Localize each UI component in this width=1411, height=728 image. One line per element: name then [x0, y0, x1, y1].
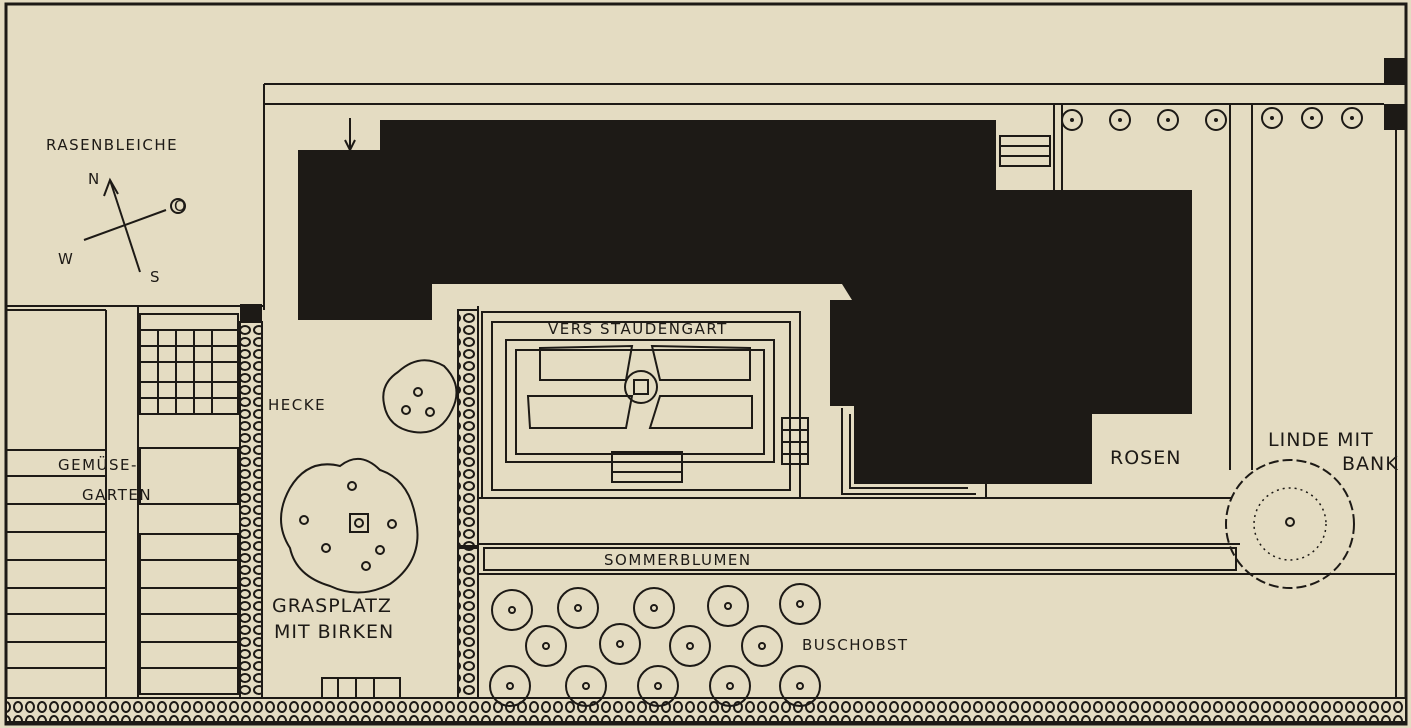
entrance-arrow-icon [344, 118, 356, 153]
linde-tree [1225, 459, 1355, 589]
label-grasplatz-line2: MIT BIRKEN [274, 621, 394, 643]
house-steps [999, 135, 1051, 167]
label-staudengarten: VERS STAUDENGART [548, 320, 728, 338]
compass-ew-line [83, 209, 167, 241]
house [298, 120, 1192, 484]
corner-post-1 [1384, 58, 1406, 84]
terrace-edges [841, 408, 987, 498]
garden-bench [321, 677, 401, 699]
hedge-post [240, 304, 262, 322]
hecke-hedge [239, 321, 263, 699]
compass-south-label: S [150, 268, 160, 286]
compass-east-marker [170, 198, 186, 214]
birch-trees [280, 359, 458, 594]
compass-east-label: O [174, 197, 186, 215]
staudengarten-hedge [457, 309, 479, 547]
lower-hedge [457, 547, 479, 699]
staudengarten [481, 311, 809, 499]
label-gemuese-line2: GARTEN [82, 486, 152, 504]
buschobst-bushes [489, 583, 821, 707]
compass-rose: N W S [58, 170, 186, 286]
compass-west-label: W [58, 250, 73, 268]
label-rasenbleiche: RASENBLEICHE [46, 136, 178, 154]
north-arrow-icon [103, 177, 119, 197]
label-buschobst: BUSCHOBST [802, 636, 909, 654]
compass-north-label: N [88, 170, 99, 188]
label-grasplatz-line1: GRASPLATZ [272, 595, 392, 617]
label-sommerblumen: SOMMERBLUMEN [604, 551, 752, 569]
label-linde-line2: BANK [1342, 453, 1399, 475]
rosen-trees [1061, 107, 1363, 131]
label-rosen: ROSEN [1110, 447, 1181, 469]
label-gemuese-line1: GEMÜSE- [58, 455, 138, 474]
property-boundary [4, 2, 1408, 726]
label-hecke: HECKE [268, 396, 326, 414]
vegetable-beds [6, 313, 239, 695]
bottom-hedge [5, 697, 1407, 723]
label-linde-line1: LINDE MIT [1268, 429, 1374, 451]
sommerblumen-bed [483, 547, 1237, 571]
